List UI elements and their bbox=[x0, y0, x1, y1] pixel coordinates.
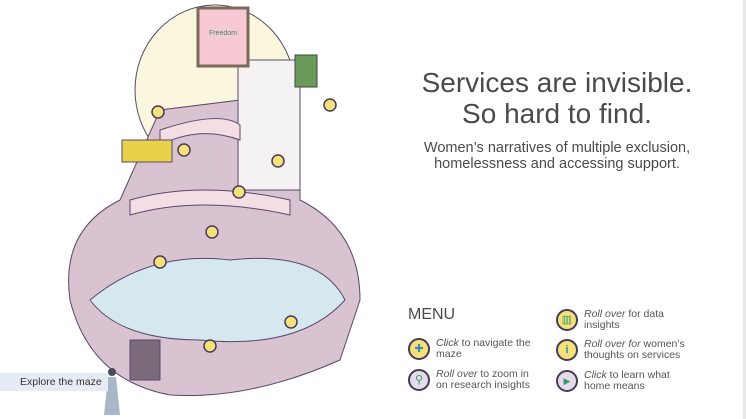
plus-icon: ✚ bbox=[408, 338, 430, 360]
menu-item-label: Roll over for women’s thoughts on servic… bbox=[584, 339, 696, 361]
info-icon: i bbox=[556, 339, 578, 361]
menu-item-text: to learn what home means bbox=[584, 369, 670, 392]
menu-item-label: Click to learn what home means bbox=[584, 370, 686, 392]
subtitle-line-2: homelessness and accessing support. bbox=[434, 156, 680, 172]
explore-maze-button[interactable]: Explore the maze bbox=[0, 373, 108, 391]
scrollbar[interactable] bbox=[743, 0, 746, 419]
menu-item-data-insights[interactable]: ▥ Roll over for data insights bbox=[556, 309, 686, 331]
title-line-2: So hard to find. bbox=[462, 98, 652, 129]
maze-illustration[interactable]: Freedom bbox=[60, 0, 400, 419]
menu-item-zoom[interactable]: ⚲ Roll over to zoom in on research insig… bbox=[408, 369, 538, 391]
menu-item-emphasis: Roll over bbox=[436, 368, 478, 380]
menu-item-home-means[interactable]: ▶ Click to learn what home means bbox=[556, 370, 686, 392]
menu-item-emphasis: Roll over for bbox=[584, 338, 641, 350]
title-line-1: Services are invisible. bbox=[421, 67, 693, 98]
menu-item-text: women’s thoughts on services bbox=[584, 338, 685, 361]
menu-heading: MENU bbox=[408, 306, 456, 323]
bar-chart-icon: ▥ bbox=[556, 309, 578, 331]
menu-item-text: to zoom in on research insights bbox=[436, 368, 530, 391]
menu-item-text: to navigate the maze bbox=[436, 337, 531, 360]
page-subtitle: Women’s narratives of multiple exclusion… bbox=[392, 140, 722, 172]
menu-item-label: Click to navigate the maze bbox=[436, 338, 538, 360]
subtitle-line-1: Women’s narratives of multiple exclusion… bbox=[423, 140, 691, 156]
woman-figure-icon bbox=[104, 368, 120, 415]
menu-item-womens-thoughts[interactable]: i Roll over for women’s thoughts on serv… bbox=[556, 339, 696, 361]
play-icon: ▶ bbox=[556, 370, 578, 392]
menu-item-emphasis: Roll over bbox=[584, 308, 626, 320]
menu-item-text: for data insights bbox=[584, 308, 664, 331]
menu-item-label: Roll over to zoom in on research insight… bbox=[436, 369, 538, 391]
menu-item-navigate[interactable]: ✚ Click to navigate the maze bbox=[408, 338, 538, 360]
page-title: Services are invisible. So hard to find. bbox=[392, 67, 722, 129]
menu-item-emphasis: Click bbox=[436, 337, 459, 349]
poster-text: Freedom bbox=[209, 30, 237, 37]
menu-item-label: Roll over for data insights bbox=[584, 309, 686, 331]
menu-item-emphasis: Click bbox=[584, 369, 607, 381]
magnifier-icon: ⚲ bbox=[408, 369, 430, 391]
